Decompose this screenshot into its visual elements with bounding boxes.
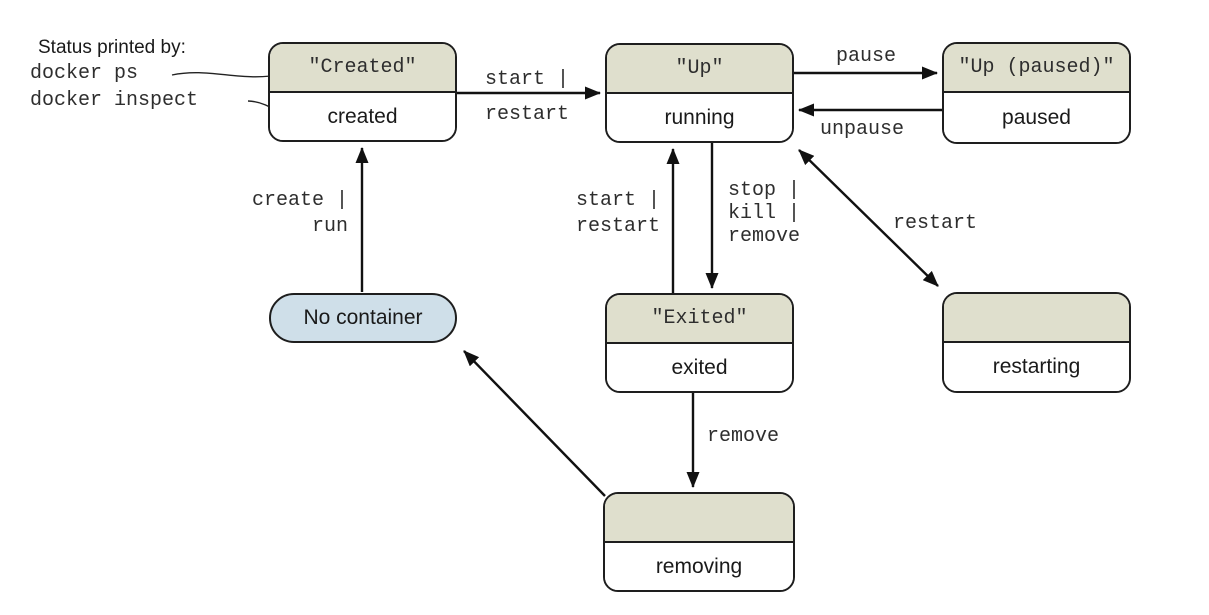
state-status-running: "Up" [607,45,792,94]
annotation-docker-inspect: docker inspect [30,89,199,112]
edge-label-start-restart-exited: start | restart [575,189,660,238]
state-status-removing [605,494,793,543]
state-status-restarting [944,294,1129,343]
state-name-exited: exited [607,344,792,391]
state-box-restarting: restarting [942,292,1131,393]
state-name-running: running [607,94,792,141]
leader-docker-ps-to-status [171,71,284,81]
edge-label-remove: remove [707,425,780,448]
state-status-paused: "Up (paused)" [944,44,1129,93]
edge-label-create-run: create | run [251,189,348,238]
annotation-docker-ps: docker ps [30,62,139,85]
state-box-running: "Up" running [605,43,794,143]
edge-label-restart-diagonal: restart [893,212,978,235]
edge-label-stop-kill-remove: stop | kill | remove [728,179,801,248]
state-name-restarting: restarting [944,343,1129,391]
no-container-node: No container [269,293,457,343]
state-box-exited: "Exited" exited [605,293,794,393]
state-status-exited: "Exited" [607,295,792,344]
state-name-paused: paused [944,93,1129,142]
state-name-removing: removing [605,543,793,590]
state-name-created: created [270,93,455,140]
arrow-removing-to-nocontainer [463,350,606,497]
state-box-created: "Created" created [268,42,457,142]
edge-label-start-restart-top: start | restart [485,68,570,126]
state-status-created: "Created" [270,44,455,93]
annotation-title: Status printed by: [38,37,186,58]
state-box-paused: "Up (paused)" paused [942,42,1131,144]
edge-label-unpause: unpause [820,118,905,141]
state-box-removing: removing [603,492,795,592]
edge-label-pause: pause [836,45,897,68]
